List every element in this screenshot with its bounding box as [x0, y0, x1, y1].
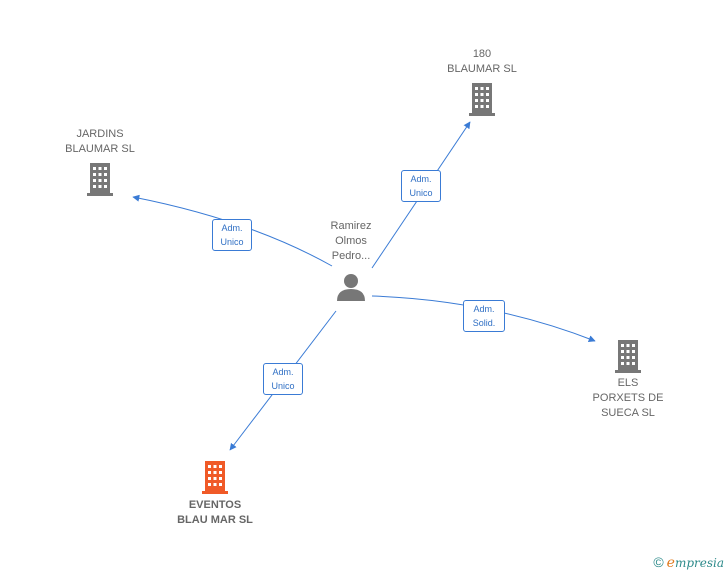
company-label: EVENTOS BLAU MAR SL: [177, 499, 253, 526]
company-label: 180 BLAUMAR SL: [447, 48, 517, 75]
brand-e: e: [666, 555, 675, 571]
person-icon: [337, 274, 365, 301]
building-icon: [87, 163, 113, 196]
building-icon: [202, 461, 228, 494]
company-node-180-blaumar[interactable]: 180 BLAUMAR SL: [432, 47, 532, 117]
company-node-els-porxets-de-sueca[interactable]: ELS PORXETS DE SUECA SL: [578, 338, 678, 421]
brand-name: mpresia: [674, 556, 724, 570]
brand-logo: ©empresia: [653, 554, 724, 571]
person-node-ramirez-olmos-pedro[interactable]: Ramirez Olmos Pedro...: [311, 219, 391, 302]
company-label: ELS PORXETS DE SUECA SL: [592, 377, 664, 419]
company-label: JARDINS BLAUMAR SL: [65, 128, 135, 155]
company-node-eventos-blau-mar[interactable]: EVENTOS BLAU MAR SL: [165, 459, 265, 528]
copyright-icon: ©: [653, 554, 664, 570]
edge-label-eventos: Adm. Unico: [263, 363, 303, 395]
edge-label-jardins: Adm. Unico: [212, 219, 252, 251]
building-icon: [469, 83, 495, 116]
company-node-jardins-blaumar[interactable]: JARDINS BLAUMAR SL: [50, 127, 150, 197]
building-icon: [615, 340, 641, 373]
edge-label-180: Adm. Unico: [401, 170, 441, 202]
edge-label-els: Adm. Solid.: [463, 300, 505, 332]
person-label: Ramirez Olmos Pedro...: [330, 220, 372, 262]
